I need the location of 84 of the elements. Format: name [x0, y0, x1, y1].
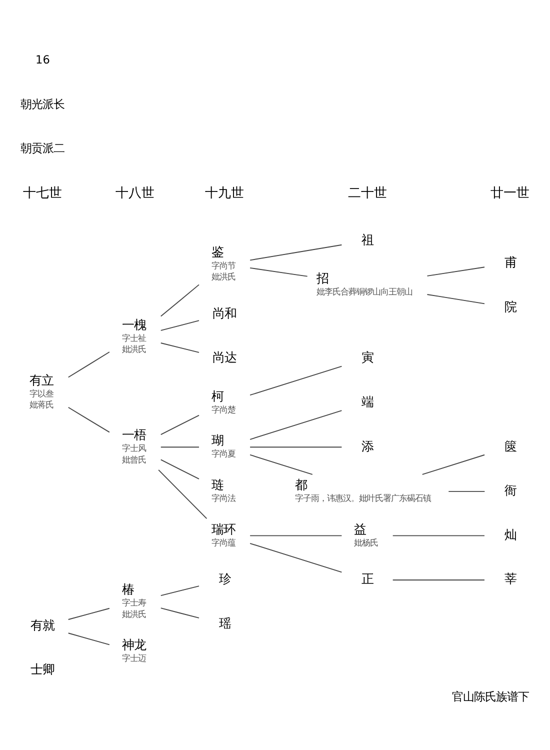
node-text: 益 — [354, 522, 366, 536]
node-label: 字尚法 — [211, 492, 236, 503]
node-label: 字以叁 — [30, 388, 54, 398]
node-text: 瑶 — [218, 616, 231, 630]
label: 廿一世 — [490, 186, 530, 201]
node-text: 正 — [362, 572, 374, 586]
connector — [160, 342, 200, 352]
node-text: 柯 — [211, 388, 224, 403]
node-text: 瑚 — [211, 433, 224, 448]
connector — [68, 632, 110, 645]
node-label: 字尚节 — [211, 260, 236, 270]
connector — [160, 446, 200, 448]
connector — [422, 454, 485, 474]
node-text: 篋 — [504, 438, 516, 453]
node-text: 都 — [294, 477, 307, 492]
label: 十八世 — [116, 186, 155, 201]
node-text: 神龙 — [122, 638, 146, 652]
connector — [68, 351, 110, 378]
node-text: 添 — [362, 438, 374, 453]
node-text: 招 — [316, 271, 328, 286]
node-label: 妣蒋氏 — [30, 399, 54, 410]
connector — [250, 542, 342, 572]
connector — [426, 266, 485, 276]
connector — [158, 468, 208, 519]
node-text: 有立 — [30, 372, 54, 387]
connector — [250, 244, 342, 260]
label: 朝光派长 — [20, 97, 65, 110]
node-label: 字士迈 — [122, 652, 146, 663]
label: 朝贡派二 — [20, 142, 65, 155]
connector — [250, 534, 342, 536]
caption: 官山陈氏族谱下 — [452, 690, 529, 703]
connector — [68, 406, 110, 432]
node-text: 鉴 — [211, 244, 224, 259]
connector — [160, 585, 200, 596]
node-text: 莘 — [504, 572, 516, 586]
node-text: 祖 — [362, 232, 374, 246]
connector — [392, 579, 485, 580]
node-text: 有就 — [30, 618, 54, 632]
node-text: 衙 — [504, 483, 516, 498]
node-label: 妣洪氏 — [122, 608, 146, 618]
node-label: 妣洪氏 — [211, 271, 236, 282]
node-text: 瑞环 — [211, 522, 236, 536]
node-text: 琏 — [211, 477, 224, 492]
label: 十七世 — [23, 186, 62, 201]
node-text: 端 — [362, 394, 374, 409]
label: 十九世 — [205, 186, 244, 201]
label: 16 — [36, 53, 50, 66]
connector — [160, 607, 200, 618]
connector — [160, 284, 200, 316]
node-label: 字尚夏 — [211, 448, 236, 458]
connector — [448, 490, 486, 492]
node-label: 字尚蕴 — [211, 536, 236, 547]
connector — [392, 534, 485, 536]
node-label: 妣曾氏 — [122, 454, 146, 464]
node-label: 妣杨氏 — [354, 536, 378, 547]
node-label: 字子雨，讳惠汉。妣叶氏署广东碣石镇 — [294, 492, 431, 503]
node-label: 字士寿 — [122, 597, 146, 608]
connector — [160, 458, 200, 479]
node-label: 字士风 — [122, 442, 146, 453]
connector — [250, 454, 313, 474]
node-text: 士卿 — [30, 662, 54, 676]
node-text: 椿 — [122, 582, 134, 596]
node-label: 妣李氏合葬铜锣山向王朝山 — [316, 286, 412, 296]
node-text: 尚和 — [212, 306, 236, 320]
node-text: 寅 — [362, 350, 374, 364]
node-text: 甫 — [504, 255, 516, 270]
node-text: 尚达 — [212, 350, 236, 364]
connector — [426, 294, 485, 304]
node-label: 字尚楚 — [211, 404, 236, 414]
connector — [160, 320, 200, 330]
label: 二十世 — [348, 186, 387, 201]
connector — [68, 607, 110, 620]
node-text: 一槐 — [122, 317, 146, 332]
node-text: 院 — [504, 299, 516, 314]
node-text: 一梧 — [122, 428, 146, 442]
node-text: 珍 — [218, 572, 231, 586]
node-label: 妣洪氏 — [122, 344, 146, 354]
connector — [160, 414, 200, 435]
connector — [250, 266, 308, 276]
connector — [250, 446, 342, 448]
node-text: 灿 — [504, 527, 516, 542]
connector — [250, 410, 342, 440]
node-label: 字士祉 — [122, 332, 146, 342]
connector — [250, 365, 342, 396]
